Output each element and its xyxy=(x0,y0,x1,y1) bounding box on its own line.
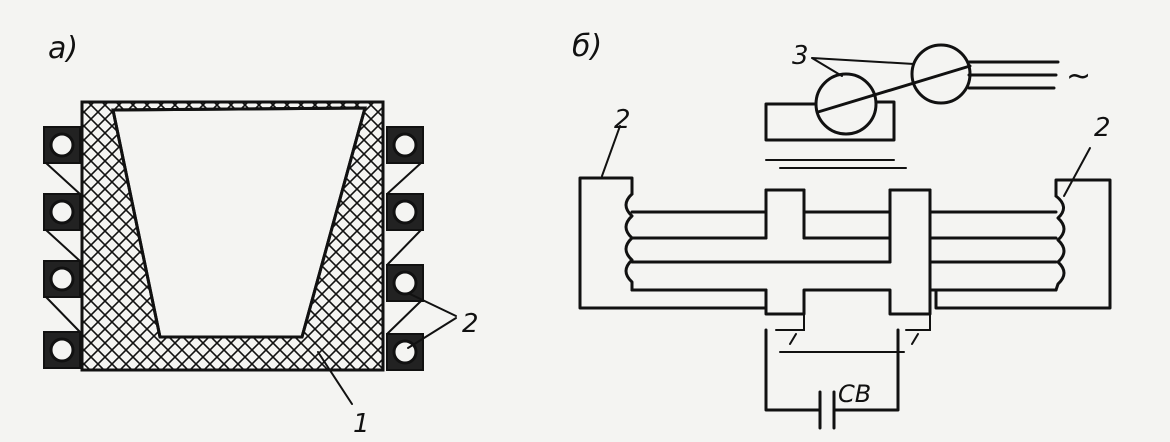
coil-turn xyxy=(43,126,81,164)
coil-turn xyxy=(43,193,81,231)
coil-left-leader xyxy=(601,125,621,177)
coil-left-icon xyxy=(624,192,634,292)
generator-leader-lines xyxy=(811,57,915,77)
coil-turn xyxy=(43,331,81,369)
ac-supply-lines xyxy=(967,60,1060,90)
coil-turns-right xyxy=(386,126,424,371)
coil-turn xyxy=(386,264,424,302)
crucible-cavity xyxy=(111,106,367,339)
callout-2-coil: 2 xyxy=(462,309,479,339)
crucible-wall xyxy=(80,100,385,372)
panel-a: а) xyxy=(43,31,479,439)
coil-turn xyxy=(386,193,424,231)
callout-1-crucible: 1 xyxy=(353,409,370,439)
coil-right-leader xyxy=(1063,147,1091,197)
furnace-frame xyxy=(578,176,1112,310)
panel-b-label: б) xyxy=(572,29,602,64)
generator-leads xyxy=(764,100,896,142)
capacitor-hatching xyxy=(779,333,919,353)
lead-hatching xyxy=(765,159,907,169)
busbar-top xyxy=(630,188,1058,214)
capacitor-label: СВ xyxy=(838,380,871,408)
ac-symbol: ~ xyxy=(1066,59,1091,94)
generator-coupling xyxy=(816,64,972,114)
callout-3-generator: 3 xyxy=(792,41,809,71)
coil-connectors-left xyxy=(45,162,81,333)
capacitor-taps xyxy=(765,313,931,331)
coil-turn xyxy=(386,333,424,371)
callout-2-coil-right: 2 xyxy=(1094,113,1111,143)
coil-turn xyxy=(43,260,81,298)
coil-leader-lines xyxy=(407,293,457,349)
panel-a-label: а) xyxy=(48,31,78,66)
coil-connectors-right xyxy=(386,162,422,335)
callout-2-coil-left: 2 xyxy=(614,105,631,135)
capacitor-icon xyxy=(818,390,836,430)
capacitor-leads xyxy=(764,328,900,412)
busbar-bottom xyxy=(630,288,1058,316)
coil-turn xyxy=(386,126,424,164)
bus-risers xyxy=(764,188,932,292)
coil-turns-left xyxy=(43,126,81,369)
coil-right-icon xyxy=(1054,194,1066,292)
crucible-leader-line xyxy=(317,351,353,405)
panel-b: б) 3 ~ 2 2 СВ xyxy=(572,29,1112,430)
